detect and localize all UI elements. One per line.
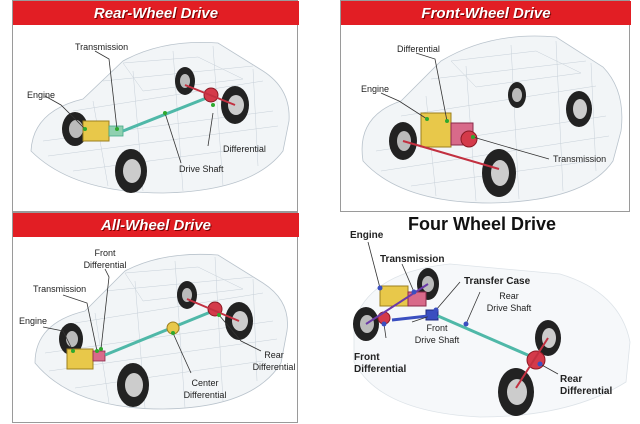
label-drive-shaft: Drive Shaft	[179, 164, 224, 174]
label-front-differential-line1: Front	[354, 352, 380, 363]
label-differential: Differential	[397, 44, 440, 54]
label-rear-drive-shaft-line1: Rear	[499, 291, 519, 301]
all-wheel-drive-illustration	[34, 253, 288, 410]
label-transfer-case: Transfer Case	[464, 276, 531, 287]
label-center-differential: Center Differential	[177, 377, 233, 401]
front-wheel-drive-title: Front-Wheel Drive	[421, 4, 551, 22]
wheel-front-left	[62, 112, 88, 146]
label-engine: Engine	[19, 316, 48, 326]
rear-axle	[186, 298, 240, 322]
label-rear-differential-line2: Differential	[560, 386, 613, 397]
wheel-front-right	[482, 149, 516, 197]
all-wheel-drive-banner: All-Wheel Drive	[13, 213, 299, 237]
wheel-front-right	[115, 149, 147, 193]
four-wheel-drive-illustration	[353, 241, 631, 418]
label-rear-drive-shaft: Rear Drive Shaft	[474, 290, 544, 314]
engine-block	[82, 120, 110, 142]
front-axle	[365, 283, 429, 325]
panel-front-wheel-drive: Front-Wheel Drive Differential Engine Tr…	[340, 0, 631, 212]
label-front-drive-shaft-line1: Front	[426, 323, 448, 333]
drive-shaft	[104, 309, 214, 357]
front-axle	[402, 140, 500, 170]
engine-block	[66, 348, 94, 370]
rear-axle	[515, 337, 549, 389]
leader-lines	[44, 50, 214, 164]
transmission-block	[92, 350, 106, 362]
rear-wheel-drive-illustration	[30, 42, 290, 194]
label-front-differential-line1: Front	[94, 248, 116, 258]
label-transmission: Transmission	[553, 154, 607, 164]
wheel-front-right	[117, 363, 149, 407]
label-rear-differential: Rear Differential	[249, 349, 299, 373]
label-center-differential-line1: Center	[191, 378, 219, 388]
wheel-rear-right	[566, 91, 592, 127]
label-front-differential-line2: Differential	[83, 260, 127, 270]
label-front-drive-shaft-line2: Drive Shaft	[414, 335, 460, 345]
leader-lines	[380, 52, 550, 160]
panel-all-wheel-drive: All-Wheel Drive Front	[12, 212, 299, 423]
label-engine: Engine	[361, 84, 390, 94]
label-front-differential-line2: Differential	[354, 364, 407, 375]
label-front-drive-shaft: Front Drive Shaft	[402, 322, 472, 346]
leader-lines	[42, 268, 262, 374]
label-rear-drive-shaft-line2: Drive Shaft	[486, 303, 532, 313]
rear-wheel-drive-title: Rear-Wheel Drive	[93, 4, 219, 22]
wheel-rear-left	[177, 281, 197, 309]
label-engine: Engine	[350, 230, 384, 241]
label-center-differential-line2: Differential	[183, 390, 227, 400]
front-wheel-drive-banner: Front-Wheel Drive	[341, 1, 631, 25]
label-front-differential: Front Differential	[354, 352, 406, 376]
wheel-rear-left	[508, 82, 526, 108]
label-transmission: Transmission	[75, 42, 129, 52]
label-engine: Engine	[27, 90, 56, 100]
label-rear-differential: Rear Differential	[560, 374, 612, 398]
panel-four-wheel-drive: Four Wheel Drive Engine Transmission Tra…	[340, 212, 640, 423]
label-differential: Differential	[223, 144, 266, 154]
car-wireframe-body	[361, 35, 623, 204]
rear-drive-shaft	[437, 314, 531, 358]
label-front-differential: Front Differential	[79, 247, 131, 271]
four-wheel-drive-title: Four Wheel Drive	[408, 214, 557, 234]
rear-wheel-drive-banner: Rear-Wheel Drive	[13, 1, 299, 25]
wheel-rear-left	[175, 67, 195, 95]
label-transmission: Transmission	[380, 254, 445, 265]
differential-unit	[460, 130, 478, 148]
front-wheel-drive-illustration	[361, 35, 623, 204]
label-rear-differential-line1: Rear	[560, 374, 583, 385]
label-rear-differential-line2: Differential	[252, 362, 296, 372]
panel-rear-wheel-drive: Rear-Wheel Drive	[12, 0, 299, 212]
engine-block	[379, 285, 409, 307]
label-transmission: Transmission	[33, 284, 87, 294]
label-rear-differential-line1: Rear	[264, 350, 284, 360]
front-drive-shaft	[391, 314, 429, 322]
all-wheel-drive-title: All-Wheel Drive	[100, 216, 212, 234]
wheel-rear-right	[498, 368, 534, 416]
rear-axle	[184, 84, 236, 106]
